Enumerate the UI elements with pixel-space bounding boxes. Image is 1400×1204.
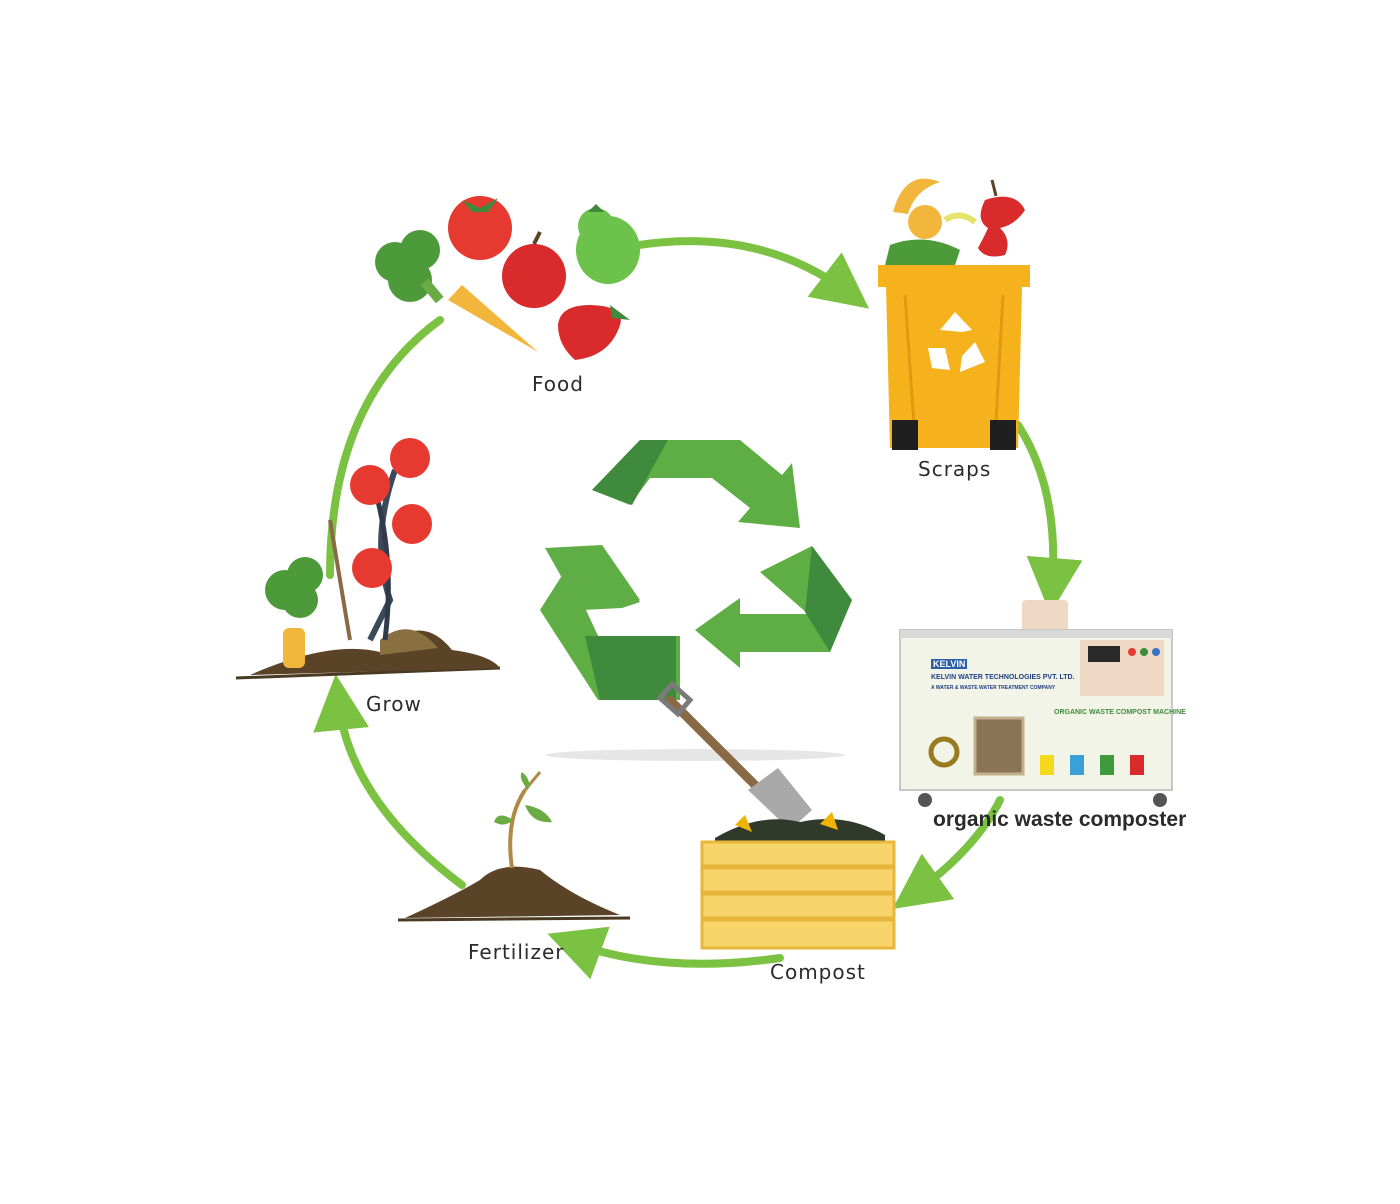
machine-product: ORGANIC WASTE COMPOST MACHINE <box>1054 709 1186 716</box>
arrow-composter-to-compost <box>892 796 1004 909</box>
compost-crate-icon <box>700 812 896 950</box>
shovel-icon <box>656 680 812 830</box>
arrow-scraps-to-composter <box>1014 421 1083 614</box>
scraps-bin-icon <box>878 178 1030 450</box>
fertilizer-sprout-icon <box>397 771 631 922</box>
label-scraps: Scraps <box>918 457 992 481</box>
label-composter: organic waste composter <box>933 808 1187 831</box>
food-group-icon <box>375 196 640 360</box>
composter-machine-icon <box>899 600 1173 807</box>
arrow-fertilizer-to-grow <box>313 674 466 889</box>
machine-company: KELVIN WATER TECHNOLOGIES PVT. LTD. <box>931 674 1075 681</box>
arrow-compost-to-fertilizer <box>547 926 784 980</box>
label-fertilizer: Fertilizer <box>468 940 565 964</box>
bin-recycle-icon <box>928 312 985 372</box>
label-food: Food <box>532 372 584 396</box>
recycle-symbol-icon <box>540 440 852 761</box>
arrow-food-to-scraps <box>628 237 870 309</box>
label-compost: Compost <box>770 960 866 984</box>
machine-brand: KELVIN <box>931 659 968 669</box>
label-grow: Grow <box>366 692 422 716</box>
grow-plant-icon <box>235 438 501 680</box>
machine-tagline: A WATER & WASTE WATER TREATMENT COMPANY <box>931 685 1056 691</box>
